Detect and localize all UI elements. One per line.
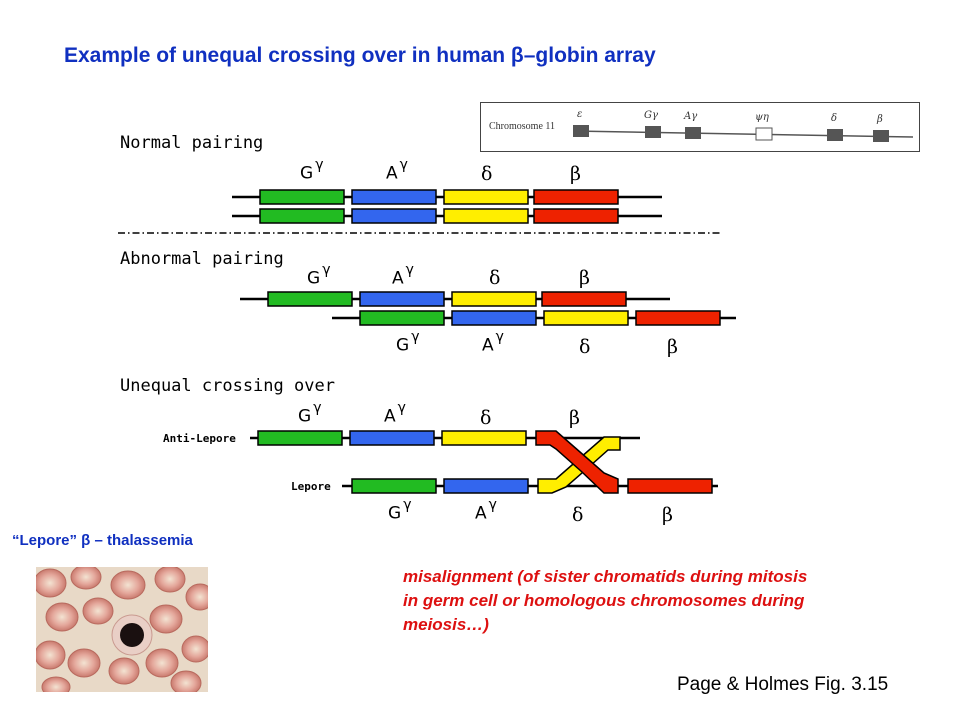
- epsilon-box: [573, 125, 589, 137]
- normal-a-gamma-2: [351, 208, 437, 224]
- anti-lepore-delta: [441, 430, 527, 446]
- figure-citation: Page & Holmes Fig. 3.15: [677, 674, 889, 695]
- chromosome-line: [572, 130, 914, 138]
- abnormal-top-a-gamma: [359, 291, 445, 307]
- abnormal-bottom-a-gamma: [451, 310, 537, 326]
- label-abnormal-top-delta: δ: [489, 267, 501, 289]
- delta-box: [827, 129, 843, 141]
- normal-g-gamma-1: [259, 189, 345, 205]
- label-normal-beta: β: [570, 163, 581, 185]
- label-abnormal-top-beta: β: [579, 267, 590, 289]
- abnormal-top-delta: [451, 291, 537, 307]
- section-unequal-crossing-over: Unequal crossing over: [120, 376, 335, 396]
- abnormal-bottom-g-gamma: [359, 310, 445, 326]
- section-abnormal-pairing: Abnormal pairing: [120, 249, 284, 269]
- abnormal-top-beta: [541, 291, 627, 307]
- label-lepore-delta: δ: [572, 504, 584, 526]
- misalignment-note: misalignment (of sister chromatids durin…: [403, 567, 808, 634]
- abnormal-top-g-gamma: [267, 291, 353, 307]
- abnormal-bottom-beta: [635, 310, 721, 326]
- label-lepore-beta: β: [662, 504, 673, 526]
- chromosome-inset-drawing: [572, 125, 914, 142]
- a-gamma-box: [685, 127, 701, 139]
- anti-lepore-g-gamma: [257, 430, 343, 446]
- page-title: Example of unequal crossing over in huma…: [64, 44, 656, 67]
- blood-smear-micrograph: [36, 567, 208, 692]
- inset-label-delta: δ: [831, 113, 838, 124]
- blood-smear-drawing: [36, 567, 208, 692]
- section-normal-pairing: Normal pairing: [120, 133, 264, 153]
- beta-box: [873, 130, 889, 142]
- lepore-a-gamma: [443, 478, 529, 494]
- psi-eta-box: [755, 127, 773, 141]
- label-abnormal-bottom-delta: δ: [579, 336, 591, 358]
- normal-beta-2: [533, 208, 619, 224]
- label-abnormal-bottom-beta: β: [667, 336, 678, 358]
- inset-label-beta: β: [877, 114, 883, 125]
- anti-lepore-label: Anti-Lepore: [163, 432, 236, 445]
- inset-label-epsilon: ε: [577, 109, 583, 120]
- label-anti-lepore-delta: δ: [480, 407, 492, 429]
- label-anti-lepore-beta: β: [569, 407, 580, 429]
- inset-label-g-gamma: Gγ: [644, 110, 658, 121]
- hybrid-beta-strand: [535, 430, 619, 494]
- chromosome-inset: Chromosome 11 ε Gγ Aγ ψη δ β: [480, 102, 920, 152]
- normal-a-gamma-1: [351, 189, 437, 205]
- g-gamma-box: [645, 126, 661, 138]
- lepore-g-gamma: [351, 478, 437, 494]
- chromosome-label: Chromosome 11: [489, 121, 556, 132]
- anti-lepore-a-gamma: [349, 430, 435, 446]
- lepore-beta: [627, 478, 713, 494]
- inset-label-psi-eta: ψη: [755, 112, 769, 123]
- inset-label-a-gamma: Aγ: [684, 111, 698, 122]
- normal-delta-2: [443, 208, 529, 224]
- lepore-thalassemia-caption: “Lepore” β – thalassemia: [12, 532, 193, 549]
- abnormal-bottom-delta: [543, 310, 629, 326]
- normal-g-gamma-2: [259, 208, 345, 224]
- normal-beta-1: [533, 189, 619, 205]
- label-normal-delta: δ: [481, 163, 493, 185]
- normal-delta-1: [443, 189, 529, 205]
- lepore-label: Lepore: [291, 480, 331, 493]
